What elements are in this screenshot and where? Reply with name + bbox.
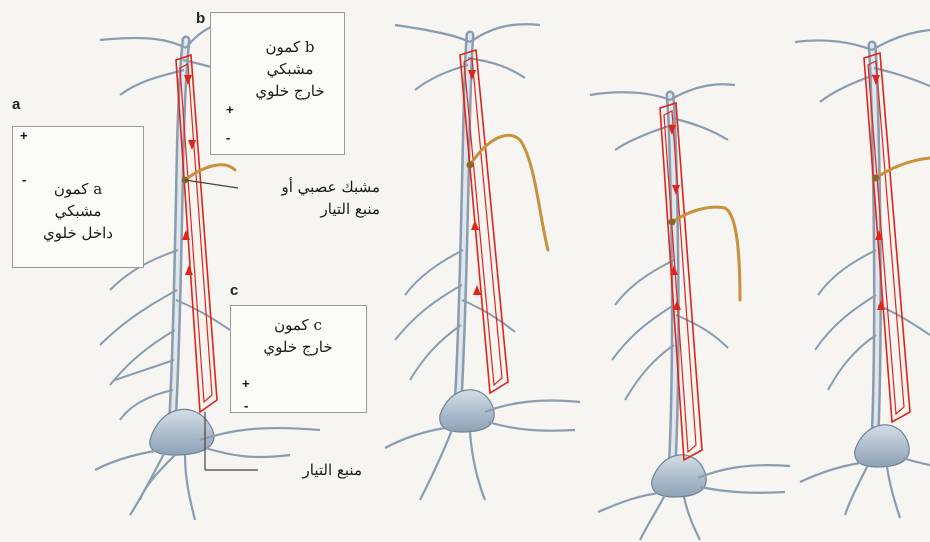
label-c-line-2: خارج خلوي bbox=[232, 336, 364, 358]
synapse-source-line-1: مشبك عصبي أو bbox=[240, 176, 380, 198]
panel-letter-a: a bbox=[12, 96, 20, 113]
plus-sign-b: + bbox=[226, 102, 234, 117]
label-b-text: b كمون مشبكي خارج خلوي bbox=[236, 36, 344, 102]
label-c-text: c كمون خارج خلوي bbox=[232, 314, 364, 358]
neuron-2 bbox=[385, 24, 580, 500]
plus-sign-a: + bbox=[20, 128, 28, 143]
current-source-label: منبع التيار bbox=[262, 459, 362, 481]
label-c-line-1: c كمون bbox=[232, 314, 364, 336]
minus-sign-c: - bbox=[244, 398, 248, 413]
synapse-source-label: مشبك عصبي أو منبع التيار bbox=[240, 176, 380, 220]
label-a-line-3: داخل خلوي bbox=[12, 222, 144, 244]
panel-letter-b: b bbox=[196, 10, 205, 27]
label-b-line-1: b كمون bbox=[236, 36, 344, 58]
label-b-line-2: مشبكي bbox=[236, 58, 344, 80]
synapse-source-line-2: منبع التيار bbox=[240, 198, 380, 220]
panel-letter-c: c bbox=[230, 282, 238, 299]
label-a-text: a كمون مشبكي داخل خلوي bbox=[12, 178, 144, 244]
plus-sign-c: + bbox=[242, 376, 250, 391]
minus-sign-b: - bbox=[226, 130, 230, 145]
neuron-4 bbox=[795, 30, 930, 518]
label-a-line-1: a كمون bbox=[12, 178, 144, 200]
label-b-line-3: خارج خلوي bbox=[236, 80, 344, 102]
neuron-3 bbox=[590, 84, 790, 540]
label-a-line-2: مشبكي bbox=[12, 200, 144, 222]
